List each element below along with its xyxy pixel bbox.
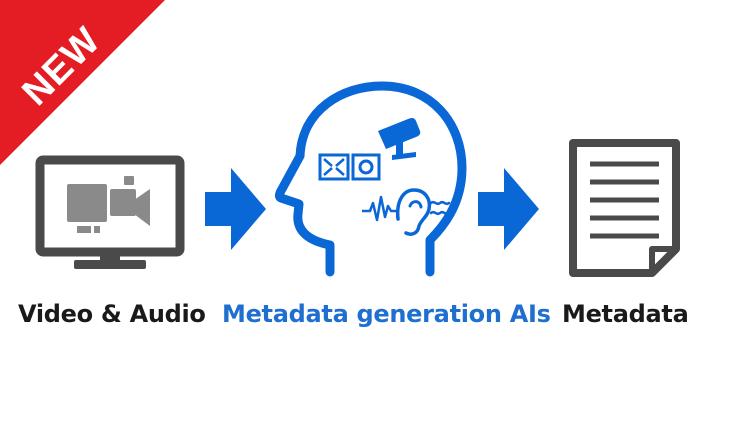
step-label-video-audio: Video & Audio	[18, 300, 206, 328]
ai-head-icon	[275, 81, 467, 277]
video-camera-icon	[67, 176, 150, 233]
monitor-camera-icon	[35, 155, 185, 269]
new-badge: NEW	[0, 0, 165, 165]
arrow-right-icon	[205, 168, 266, 250]
step-label-ai: Metadata generation AIs	[222, 300, 551, 328]
document-icon	[569, 139, 680, 277]
step-label-metadata: Metadata	[562, 300, 689, 328]
object-box-icon	[351, 153, 381, 181]
expand-box-icon	[318, 153, 350, 181]
security-camera-icon	[378, 117, 421, 160]
wave-lines-icon	[429, 200, 451, 216]
sound-wave-icon	[362, 195, 398, 222]
ear-icon	[395, 188, 432, 236]
arrow-right-icon	[478, 168, 539, 250]
